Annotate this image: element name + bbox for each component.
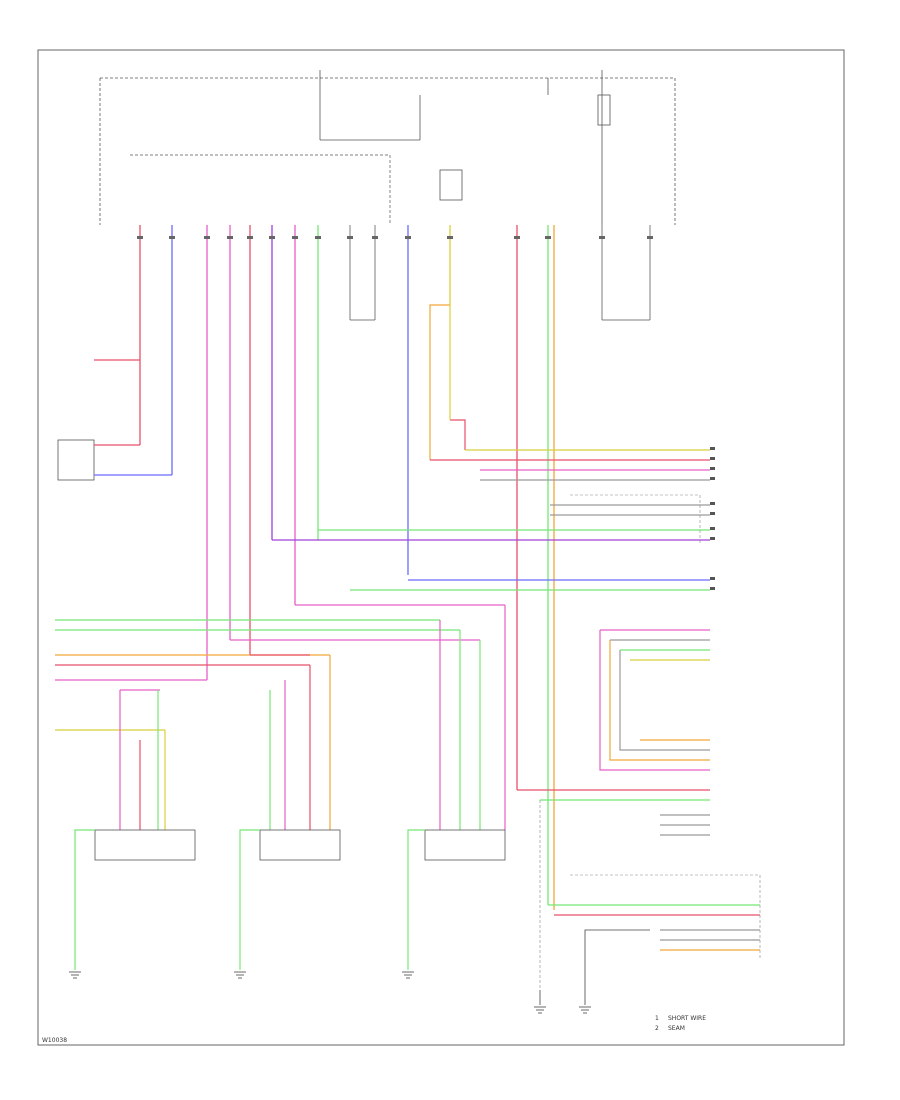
- legend: 1 SHORT WIRE 2 SEAM: [655, 1015, 706, 1032]
- right-connector-upper: [710, 447, 715, 590]
- upper-module-box: [130, 154, 391, 225]
- top-right-ground: [350, 94, 650, 321]
- legend-symbol-2: 2: [655, 1025, 659, 1032]
- legend-text-2: SEAM: [668, 1025, 685, 1032]
- diagram-border: [37, 49, 845, 1046]
- right-connector-upper-wires: [272, 449, 710, 606]
- legend-text-1: SHORT WIRE: [668, 1015, 706, 1022]
- left-switch-component: [57, 359, 172, 481]
- ground-symbols: [69, 929, 650, 1014]
- left-horizontal-wires: [55, 619, 480, 731]
- bottom-modules: [74, 829, 506, 970]
- top-bus: [99, 70, 676, 225]
- center-harness: [429, 304, 466, 460]
- wire-bundle-top: [139, 225, 651, 910]
- module-drops: [119, 605, 506, 830]
- right-module-outlines: [539, 494, 761, 990]
- legend-symbol-1: 1: [655, 1015, 659, 1022]
- figure-code: W10038: [42, 1037, 67, 1044]
- top-connector-pins: [137, 236, 653, 239]
- right-connector-lower-wires: [517, 629, 760, 951]
